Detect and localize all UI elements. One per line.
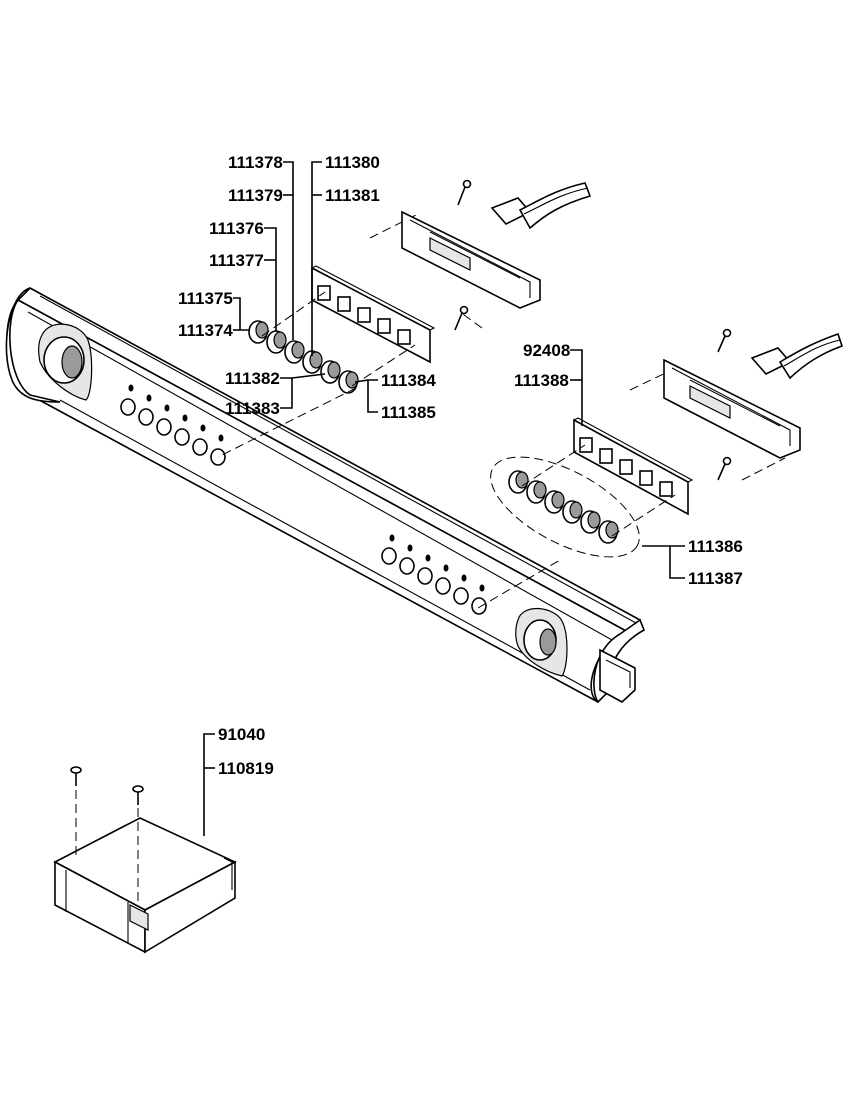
right-knobs	[508, 470, 619, 544]
label-111379: 111379	[228, 186, 283, 205]
label-111377: 111377	[209, 251, 264, 270]
knob-icon	[338, 370, 359, 394]
ribbon-cable-icon	[750, 332, 844, 380]
label-91040: 91040	[218, 725, 265, 744]
left-switch-board	[311, 265, 436, 364]
label-111376: 111376	[209, 219, 264, 238]
label-111374: 111374	[178, 321, 233, 340]
screw-icon	[717, 456, 732, 481]
right-button-holes	[381, 534, 487, 615]
label-111388: 111388	[514, 371, 569, 390]
knob-icon	[598, 520, 619, 544]
left-button-holes	[120, 384, 226, 466]
screw-icon	[717, 328, 732, 353]
right-bracket	[663, 358, 801, 459]
knob-icon	[526, 480, 547, 504]
label-111387: 111387	[688, 569, 743, 588]
label-110819: 110819	[218, 759, 274, 778]
screw-icon	[457, 179, 472, 206]
label-111375: 111375	[178, 289, 233, 308]
right-switch-board	[573, 417, 694, 516]
knob-icon	[248, 320, 269, 344]
label-111378: 111378	[228, 153, 283, 172]
leader-lines	[203, 161, 685, 836]
knob-icon	[284, 340, 305, 364]
knob-icon	[544, 490, 565, 514]
knob-icon	[580, 510, 601, 534]
screw-icon	[70, 766, 82, 786]
label-111380: 111380	[325, 153, 380, 172]
label-111381: 111381	[325, 186, 380, 205]
control-panel-bar	[5, 287, 646, 704]
screw-icon	[132, 785, 144, 805]
control-module-box	[53, 817, 237, 954]
knob-icon	[508, 470, 529, 494]
knob-icon	[320, 360, 341, 384]
label-92408: 92408	[523, 341, 570, 360]
ribbon-cable-icon	[490, 182, 592, 230]
label-111385: 111385	[381, 403, 436, 422]
knob-icon	[302, 350, 323, 374]
label-111386: 111386	[688, 537, 743, 556]
left-end-knob	[38, 323, 93, 401]
label-111384: 111384	[381, 371, 436, 390]
label-111382: 111382	[225, 369, 280, 388]
left-knobs	[248, 320, 359, 394]
knob-icon	[266, 330, 287, 354]
knob-icon	[562, 500, 583, 524]
label-111383: 111383	[225, 399, 280, 418]
knob-group-outline	[490, 456, 640, 558]
right-end-profile	[515, 607, 646, 704]
screw-icon	[454, 305, 469, 331]
left-bracket	[401, 210, 541, 309]
